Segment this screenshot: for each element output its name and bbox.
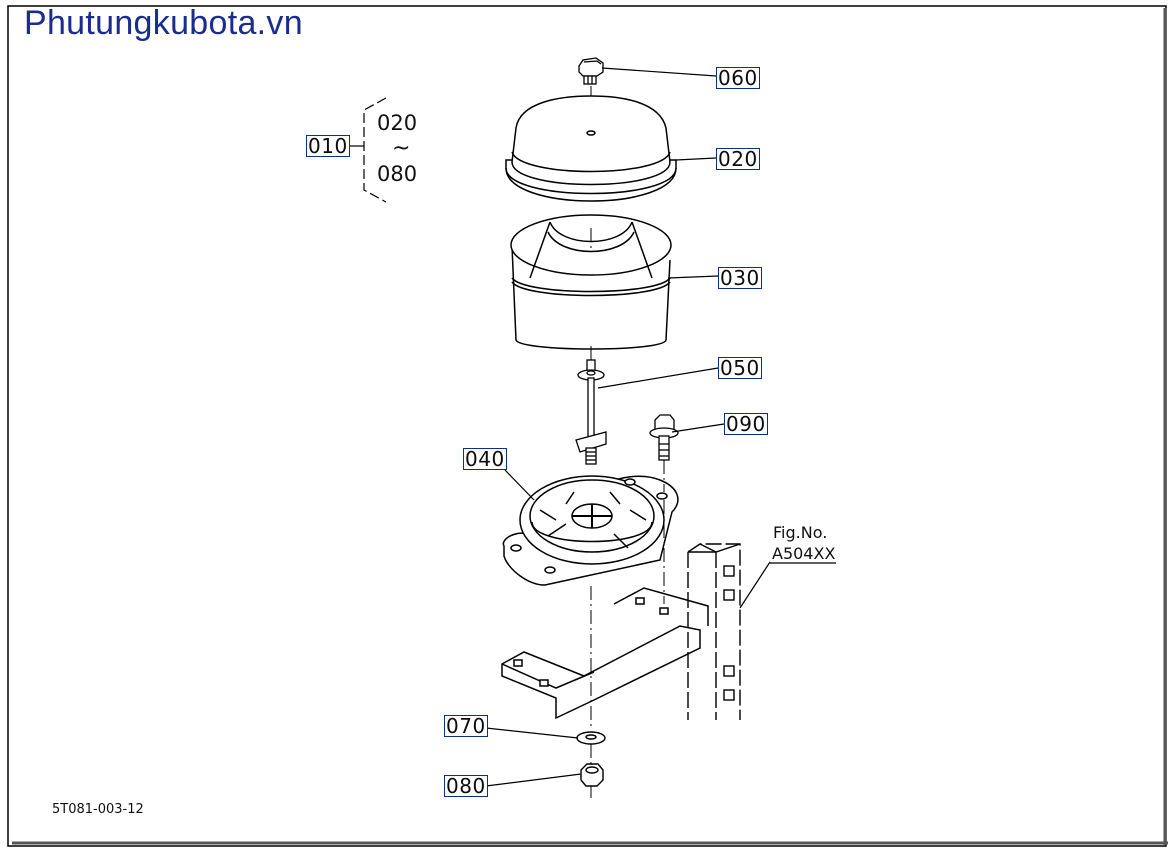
set-range-tilde: ~ [392, 136, 411, 161]
set-range-from: 020 [377, 111, 418, 135]
bracket-drawing [501, 587, 709, 720]
callout-040[interactable]: 040 [463, 447, 507, 471]
nut-080-drawing [580, 763, 604, 787]
callout-020[interactable]: 020 [716, 147, 760, 171]
rod-050-drawing [575, 359, 607, 465]
center-axis [590, 86, 665, 798]
leader-lines [350, 67, 836, 787]
base-040-drawing [502, 475, 679, 586]
cover-020-drawing [505, 95, 677, 202]
callout-050[interactable]: 050 [718, 356, 762, 380]
frame-post-drawing [687, 543, 741, 720]
knob-060-drawing [578, 57, 604, 85]
set-range-to: 080 [377, 162, 418, 186]
callout-060[interactable]: 060 [716, 66, 760, 90]
callout-070[interactable]: 070 [444, 714, 488, 738]
set-range-bracket [363, 97, 387, 203]
site-watermark: Phutungkubota.vn [24, 4, 303, 42]
callout-030[interactable]: 030 [718, 266, 762, 290]
bolt-090-drawing [649, 414, 679, 461]
callout-090[interactable]: 090 [724, 412, 768, 436]
callout-010[interactable]: 010 [306, 134, 350, 158]
figure-ref-code[interactable]: A504XX [772, 544, 836, 563]
drawing-code: 5T081-003-12 [52, 802, 144, 817]
element-030-drawing [510, 214, 672, 350]
figure-ref-label: Fig.No. [773, 523, 828, 542]
callout-080[interactable]: 080 [444, 774, 488, 798]
washer-070-drawing [576, 731, 606, 745]
